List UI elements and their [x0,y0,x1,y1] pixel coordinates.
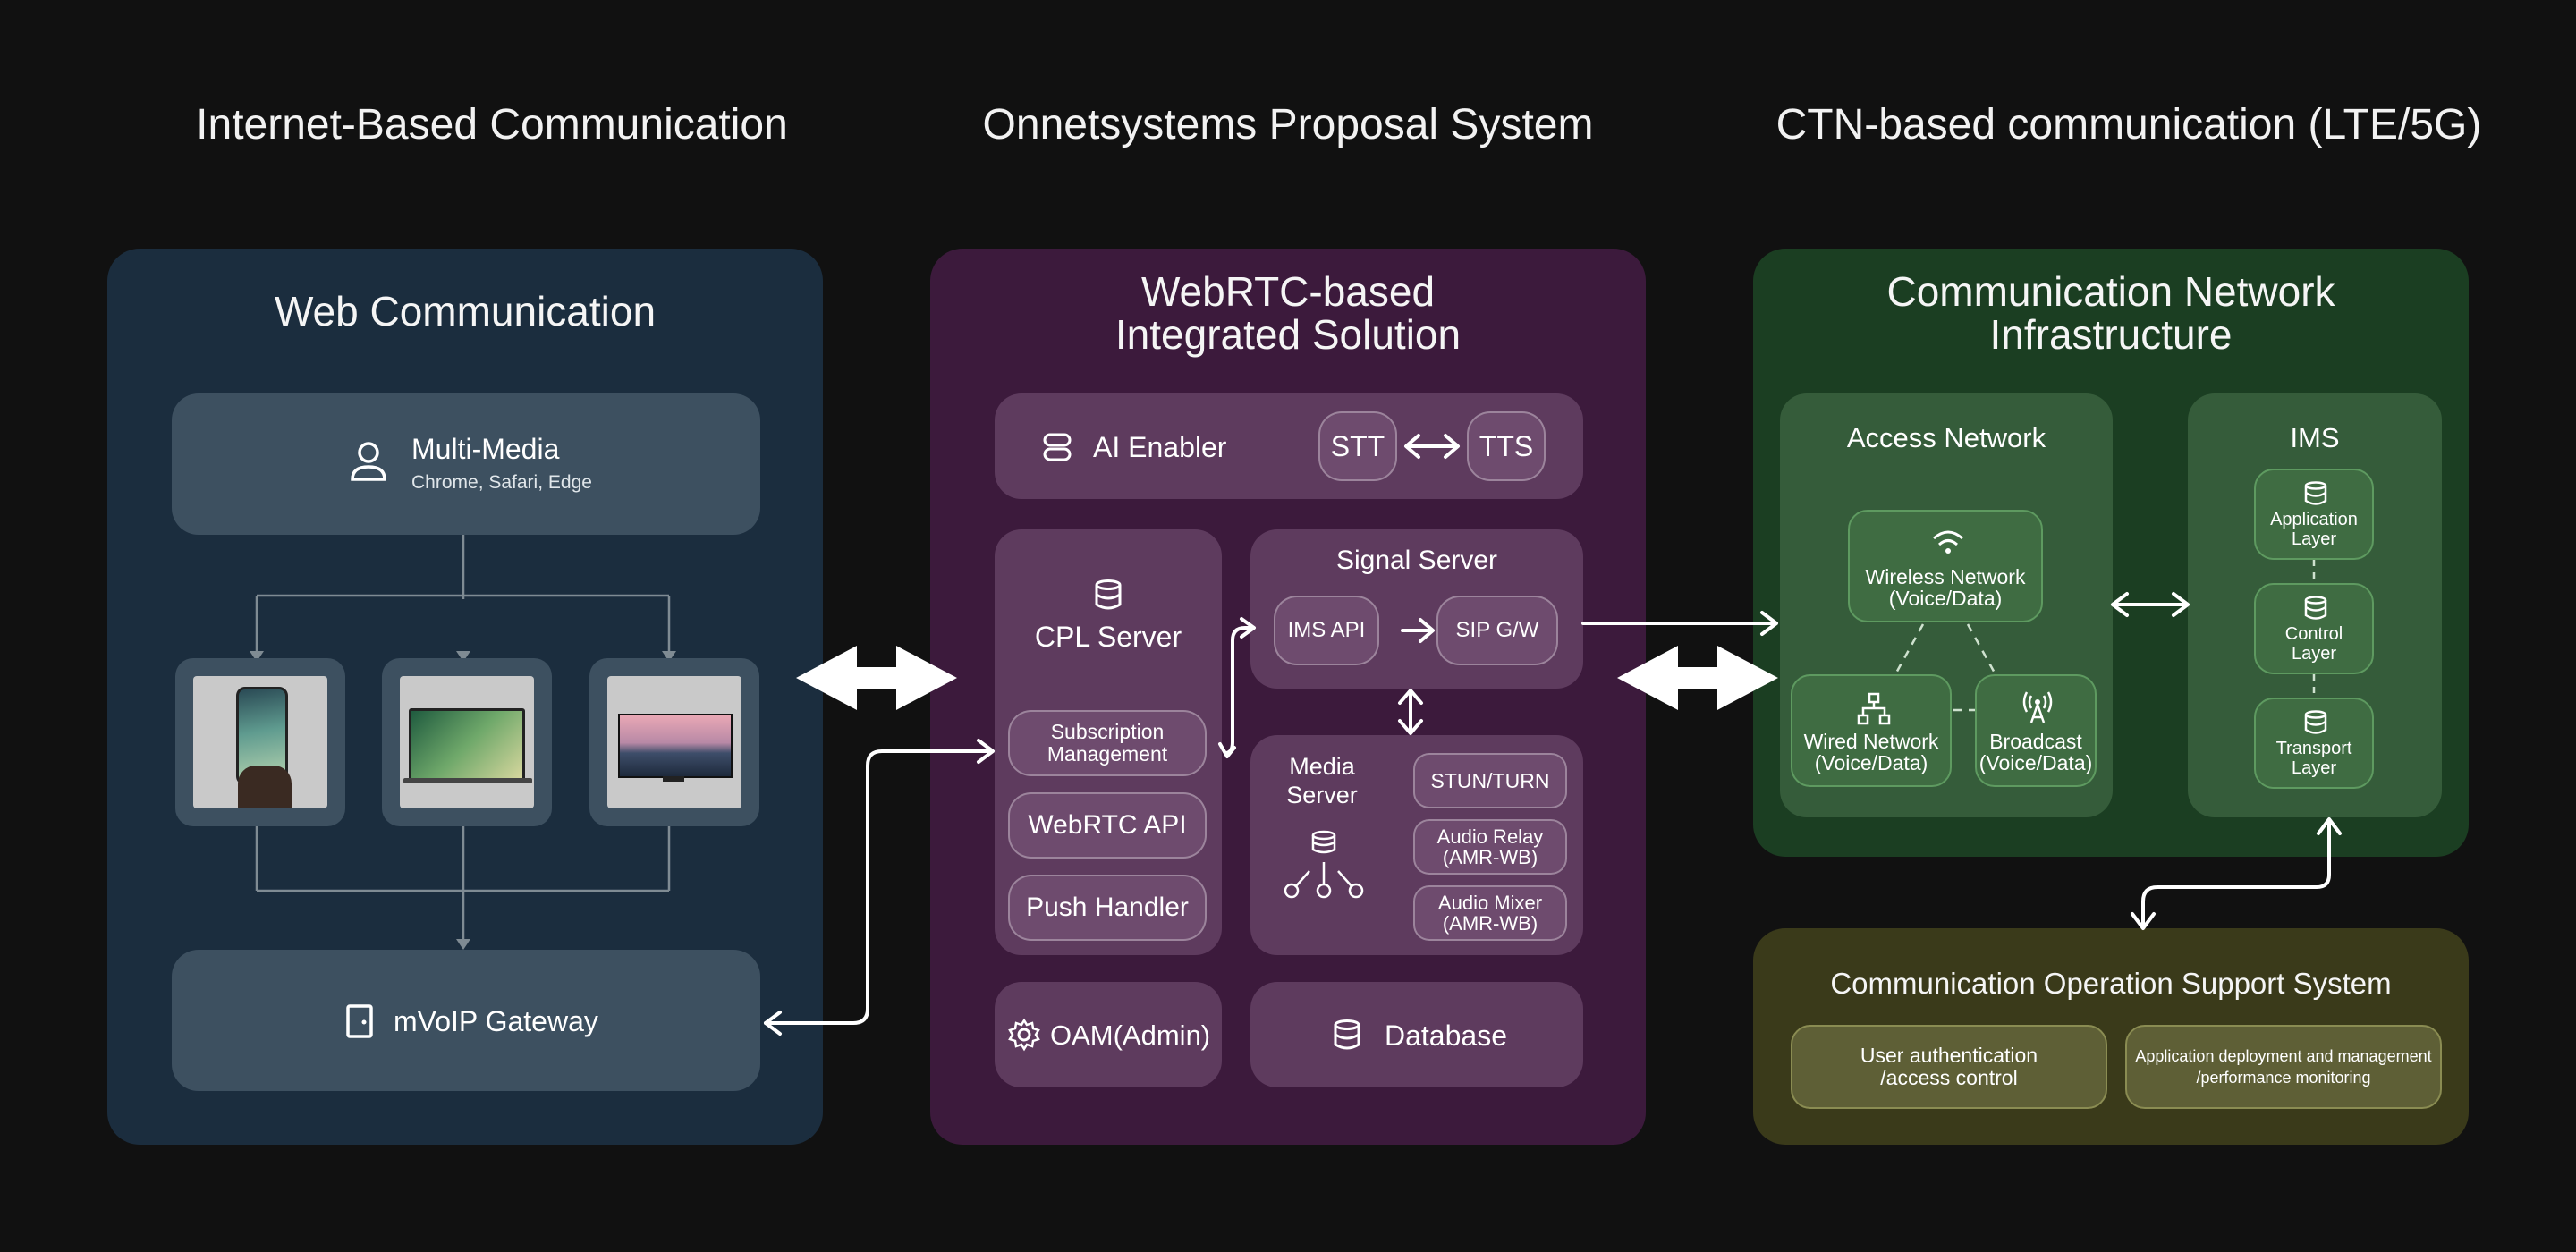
database-icon [2304,710,2327,734]
audio-mixer-line2: (AMR-WB) [1442,912,1538,935]
ims-oss-connector [2141,819,2331,926]
oss-title: Communication Operation Support System [1830,967,2392,1000]
stun-turn-box[interactable]: STUN/TURN [1413,753,1567,808]
transport-layer-line2: Layer [2291,758,2337,778]
media-server-label-line1: Media [1289,753,1355,780]
application-layer-box[interactable]: Application Layer [2254,469,2374,560]
user-auth-line1: User authentication [1860,1044,2038,1067]
ims-label: IMS [2290,422,2340,453]
multimedia-label: Multi-Media [411,433,560,465]
application-layer-line1: Application [2270,510,2358,529]
multimedia-box [172,393,760,535]
stt-box: STT [1318,411,1397,481]
app-deployment-line1: Application deployment and management [2135,1047,2432,1065]
smartphone-image [193,676,327,808]
heading-internet-communication: Internet-Based Communication [196,101,788,148]
robot-icon [1043,433,1072,461]
ims-api-box[interactable]: IMS API [1274,596,1379,665]
broadcast-line2: (Voice/Data) [1979,751,2093,774]
webrtc-title-line2: Integrated Solution [1114,311,1462,358]
database-icon [1334,1019,1360,1050]
database-icon [2304,481,2327,505]
network-title-line2: Infrastructure [1989,311,2233,358]
wireless-line1: Wireless Network [1865,565,2026,588]
app-deployment-box[interactable]: Application deployment and management /p… [2125,1025,2442,1109]
device-laptop-box [382,658,552,826]
device-tv-box [589,658,759,826]
application-layer-line2: Layer [2291,529,2337,549]
user-auth-line2: /access control [1880,1066,2018,1089]
door-icon [346,1004,373,1038]
audio-relay-box[interactable]: Audio Relay (AMR-WB) [1413,819,1567,875]
wireless-network-box[interactable]: Wireless Network (Voice/Data) [1848,510,2043,622]
subscription-line2: Management [1046,742,1168,766]
network-title-line1: Communication Network [1886,268,2335,315]
cpl-server-label: CPL Server [1034,621,1182,653]
transport-layer-box[interactable]: Transport Layer [2254,698,2374,789]
tv-monitor-image [607,676,741,808]
subscription-line1: Subscription [1050,720,1165,743]
database-label: Database [1385,1019,1507,1052]
signal-server-label: Signal Server [1335,546,1498,575]
laptop-image [400,676,534,808]
mvoip-gateway-label: mVoIP Gateway [394,1005,598,1037]
wifi-icon [1933,530,1963,554]
subscription-management-box[interactable]: Subscription Management [1008,710,1207,776]
sip-gw-box[interactable]: SIP G/W [1436,596,1558,665]
control-layer-line2: Layer [2291,644,2337,664]
mvoip-gateway-box [172,950,760,1091]
gear-icon [1008,1018,1040,1052]
broadcast-line1: Broadcast [1989,730,2082,753]
broadcast-tower-icon [2022,691,2053,723]
user-authentication-box[interactable]: User authentication /access control [1791,1025,2107,1109]
big-double-arrow-left [796,646,957,710]
device-phone-box [175,658,345,826]
heading-proposal-system: Onnetsystems Proposal System [982,101,1594,148]
media-server-label-line2: Server [1286,782,1358,808]
oam-admin-label: OAM(Admin) [1050,1019,1211,1051]
broadcast-box[interactable]: Broadcast (Voice/Data) [1975,674,2097,787]
network-hub-icon [1284,830,1364,899]
wired-network-box[interactable]: Wired Network (Voice/Data) [1791,674,1952,787]
app-deployment-line2: /performance monitoring [2196,1069,2371,1087]
cpl-ims-connector [1224,626,1254,755]
database-box [1250,982,1583,1087]
audio-relay-line1: Audio Relay [1436,825,1544,848]
audio-relay-line2: (AMR-WB) [1442,846,1538,868]
gateway-subscription-connector [764,749,993,1025]
ai-enabler-label: AI Enabler [1093,431,1227,463]
big-double-arrow-right [1617,646,1778,710]
database-icon [1095,579,1122,610]
audio-mixer-box[interactable]: Audio Mixer (AMR-WB) [1413,885,1567,941]
access-network-label: Access Network [1846,422,2046,453]
web-communication-title: Web Communication [274,288,657,334]
wired-line2: (Voice/Data) [1814,751,1928,774]
transport-layer-line1: Transport [2275,739,2352,758]
wireless-line2: (Voice/Data) [1888,587,2003,610]
database-icon [2304,596,2327,620]
push-handler-box[interactable]: Push Handler [1008,875,1207,941]
wired-network-icon [1857,692,1891,725]
wired-line1: Wired Network [1803,730,1939,753]
audio-mixer-line1: Audio Mixer [1437,892,1543,914]
multimedia-browsers: Chrome, Safari, Edge [411,472,592,493]
user-icon [351,442,386,481]
webrtc-title-line1: WebRTC-based [1140,268,1436,315]
control-layer-line1: Control [2284,624,2343,644]
tts-box: TTS [1467,411,1546,481]
control-layer-box[interactable]: Control Layer [2254,583,2374,674]
webrtc-api-box[interactable]: WebRTC API [1008,792,1207,859]
oam-admin-box [995,982,1222,1087]
heading-ctn-communication: CTN-based communication (LTE/5G) [1775,101,2482,148]
